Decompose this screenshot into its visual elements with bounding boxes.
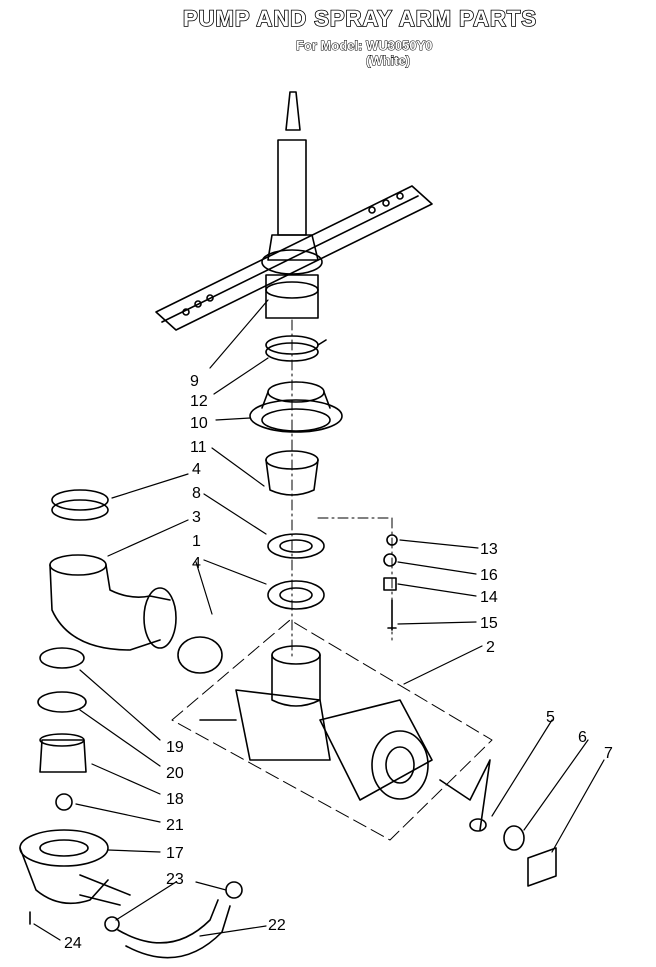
ball-check bbox=[55, 793, 73, 811]
hose-clamp-upper bbox=[51, 489, 109, 521]
impeller-filter bbox=[39, 733, 87, 773]
page-title: PUMP AND SPRAY ARM PARTS bbox=[182, 5, 538, 32]
inlet-hose bbox=[49, 554, 177, 651]
retaining-ring bbox=[265, 335, 327, 362]
callout-9: 9 bbox=[190, 373, 199, 390]
seal-ring-upper bbox=[267, 533, 325, 559]
model-line: For Model: WU3050Y0 bbox=[296, 38, 434, 54]
spray-arm-assembly bbox=[155, 91, 433, 331]
leader-lines bbox=[33, 299, 605, 941]
manifold-collar bbox=[249, 381, 343, 433]
callout-14: 14 bbox=[480, 589, 498, 606]
callout-1: 1 bbox=[192, 533, 201, 550]
callout-15: 15 bbox=[480, 615, 498, 632]
callout-11: 11 bbox=[190, 439, 207, 456]
callout-7: 7 bbox=[604, 745, 613, 762]
callout-5: 5 bbox=[546, 709, 555, 726]
color-variant: (White) bbox=[365, 53, 411, 69]
callout-3: 3 bbox=[192, 509, 201, 526]
gasket-ring bbox=[37, 691, 87, 713]
callout-18: 18 bbox=[166, 791, 184, 808]
callout-10: 10 bbox=[190, 415, 208, 432]
drain-hose bbox=[117, 899, 231, 959]
callout-12: 12 bbox=[190, 393, 208, 410]
housing-cup bbox=[265, 450, 319, 496]
callout-21: 21 bbox=[166, 817, 184, 834]
callout-8: 8 bbox=[192, 485, 201, 502]
callout-16: 16 bbox=[480, 567, 498, 584]
callout-4b: 4 bbox=[192, 555, 201, 572]
sump-housing bbox=[19, 829, 131, 906]
callout-22: 22 bbox=[268, 917, 286, 934]
callout-2: 2 bbox=[486, 639, 495, 656]
callout-17: 17 bbox=[166, 845, 184, 862]
callout-13: 13 bbox=[480, 541, 498, 558]
seal-ring-lower bbox=[267, 580, 325, 610]
callout-6: 6 bbox=[578, 729, 587, 746]
callout-24: 24 bbox=[64, 935, 82, 952]
callout-23: 23 bbox=[166, 871, 184, 888]
callout-4a: 4 bbox=[192, 461, 201, 478]
callout-20: 20 bbox=[166, 765, 184, 782]
motor-box-outline bbox=[171, 619, 493, 841]
callout-19: 19 bbox=[166, 739, 184, 756]
hose-clamp-lower bbox=[177, 636, 223, 674]
pump-motor bbox=[199, 645, 433, 801]
filter-screen bbox=[39, 647, 85, 669]
